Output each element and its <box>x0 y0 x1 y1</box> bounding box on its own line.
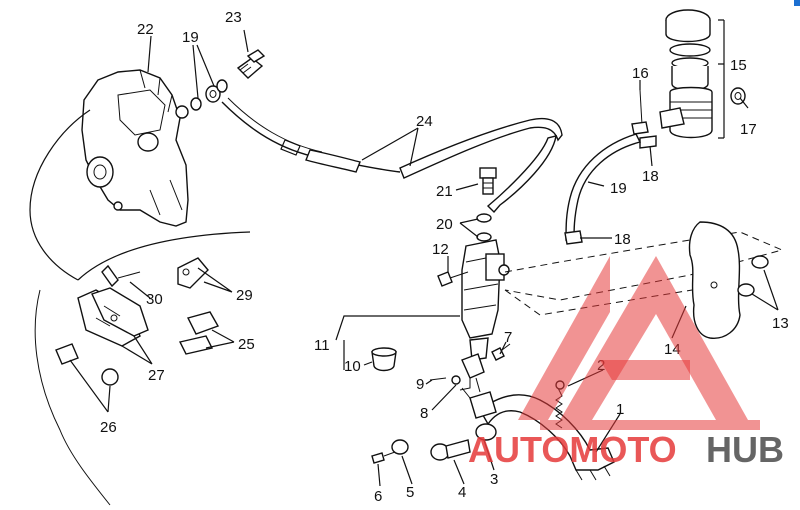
label-15: 15 <box>730 57 747 74</box>
washer-5 <box>391 439 409 455</box>
washers-20-top <box>190 79 228 111</box>
label-24: 22 <box>137 21 154 38</box>
watermark-logo: AUTOMOTO HUB <box>468 256 784 470</box>
label-11: 11 <box>314 337 330 354</box>
watermark-bar <box>600 360 690 380</box>
watermark-triangle-right <box>656 256 748 420</box>
label-21: 21 <box>436 183 453 200</box>
label-25: 25 <box>238 336 255 353</box>
shield-hole <box>710 281 718 289</box>
label-20-mid: 20 <box>436 216 453 233</box>
label-18-bottom: 18 <box>614 231 631 248</box>
bolt-16 <box>631 89 649 135</box>
boot-10 <box>371 347 397 372</box>
pivot-bolt-4 <box>430 439 471 461</box>
label-18-top: 18 <box>642 168 659 185</box>
watermark-word-gray: HUB <box>706 429 784 470</box>
retainer-25 <box>178 311 220 355</box>
hose-clip <box>280 139 301 156</box>
label-16: 16 <box>632 65 649 82</box>
clip-18-top <box>639 135 657 149</box>
brake-pads-27 <box>77 287 149 347</box>
label-26: 26 <box>100 419 117 436</box>
label-29: 29 <box>236 287 253 304</box>
bleed-screw-23 <box>236 49 266 79</box>
pin-9-8 <box>429 375 461 385</box>
watermark-triangle-left-inner <box>518 256 610 420</box>
label-3: 3 <box>490 471 498 488</box>
label-6: 6 <box>374 488 382 505</box>
label-19: 19 <box>610 180 627 197</box>
bolt-12 <box>437 271 469 287</box>
pins-26 <box>55 343 119 386</box>
spring-30 <box>101 264 141 288</box>
hose-sleeve <box>305 149 361 173</box>
label-9: 9 <box>416 376 424 393</box>
label-20-top: 19 <box>182 29 199 46</box>
label-10: 10 <box>344 358 361 375</box>
label-13: 13 <box>772 315 789 332</box>
washer-20-a <box>476 213 492 223</box>
washer-20-b <box>476 232 492 242</box>
watermark-base <box>540 420 760 430</box>
master-cylinder-11 <box>459 239 510 391</box>
corner-accent <box>794 0 800 6</box>
heat-shield-14 <box>688 221 741 339</box>
spacers-13 <box>737 255 769 297</box>
reservoir-15 <box>659 9 713 139</box>
label-23: 23 <box>225 9 242 26</box>
label-4: 4 <box>458 484 466 501</box>
clip-18-bottom <box>564 230 583 245</box>
label-7: 7 <box>504 329 512 346</box>
watermark-triangle-left-outer <box>560 256 656 420</box>
wire-left <box>77 231 251 281</box>
hose-19 <box>565 133 642 241</box>
label-8: 8 <box>420 405 428 422</box>
hose-22-c <box>486 135 557 214</box>
clip-29 <box>177 257 209 289</box>
watermark-word-red: AUTOMOTO <box>468 429 677 470</box>
group-boundary <box>34 289 111 506</box>
caliper-24 <box>81 69 189 227</box>
label-12: 12 <box>432 241 449 258</box>
label-17: 17 <box>740 121 757 138</box>
pin-6 <box>371 451 396 464</box>
label-22: 24 <box>416 113 433 130</box>
union-bolt-21 <box>479 167 497 195</box>
brake-pedal-1 <box>461 377 615 481</box>
label-27: 27 <box>148 367 165 384</box>
sensor-wire <box>29 109 91 281</box>
hose-22-b <box>399 117 563 179</box>
label-1: 1 <box>616 401 624 418</box>
label-30: 30 <box>146 291 163 308</box>
label-5: 5 <box>406 484 414 501</box>
